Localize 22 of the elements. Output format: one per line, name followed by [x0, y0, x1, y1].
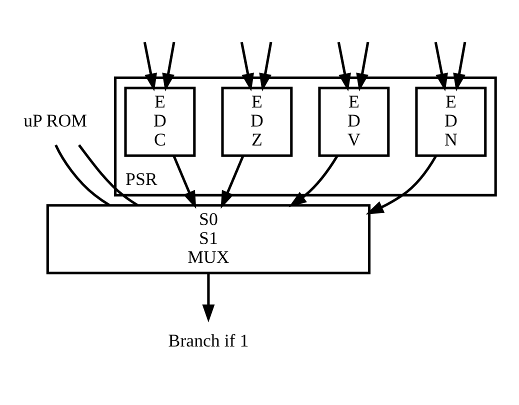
- arrow: [259, 41, 272, 91]
- arrow: [172, 154, 196, 208]
- node-box: E D V: [318, 86, 390, 156]
- arrow: [366, 154, 438, 214]
- connector: [78, 144, 138, 206]
- arrow: [202, 272, 215, 322]
- arrow: [220, 154, 244, 208]
- arrow: [240, 41, 254, 91]
- node-box: S0 S1 MUX: [46, 204, 371, 274]
- node-box: E D Z: [221, 86, 293, 156]
- node-box: E D C: [124, 86, 196, 156]
- node-text: uP ROM: [24, 110, 87, 130]
- node-box: E D N: [415, 86, 487, 156]
- arrow: [143, 41, 157, 91]
- arrow: [288, 154, 338, 207]
- connector: [54, 144, 110, 206]
- node-text: Branch if 1: [168, 330, 249, 350]
- arrow: [434, 41, 448, 91]
- arrow: [453, 41, 466, 91]
- arrow: [356, 41, 370, 91]
- arrow: [162, 41, 176, 91]
- arrow: [337, 41, 351, 91]
